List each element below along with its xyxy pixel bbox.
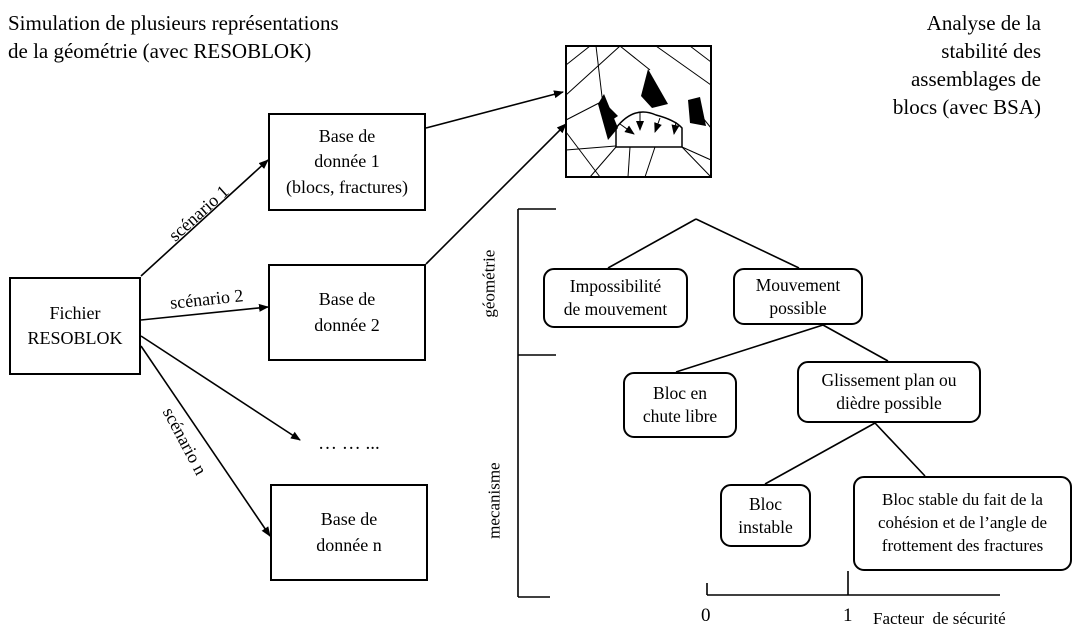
- rock-mass-image: [565, 45, 712, 178]
- node-unstable-block: Bloc instable: [720, 484, 811, 547]
- arrow-scenario-2: [140, 303, 269, 321]
- node-stable-block-line3: frottement des fractures: [881, 535, 1044, 555]
- arrow-db2-to-analysis: [425, 123, 567, 265]
- database-box-2: Base de donnée 2: [268, 264, 426, 361]
- safety-factor-axis: [706, 571, 1000, 596]
- database-1-line2: donnée 1: [314, 151, 380, 172]
- ellipsis-more-databases: … … ...: [318, 433, 380, 454]
- node-movement-possible: Mouvement possible: [733, 268, 863, 325]
- geometry-side-label: géométrie: [479, 249, 499, 318]
- node-free-fall-line2: chute libre: [642, 406, 718, 426]
- database-1-line1: Base de: [318, 126, 376, 147]
- safety-tick-0: 0: [701, 605, 711, 626]
- database-box-1: Base de donnée 1 (blocs, fractures): [268, 113, 426, 211]
- title-right-line1: Analyse de la: [926, 11, 1041, 35]
- title-left-line2: de la géométrie (avec RESOBLOK): [8, 39, 312, 63]
- node-stable-block-line1: Bloc stable du fait de la: [882, 490, 1043, 510]
- source-file-line2: RESOBLOK: [27, 328, 123, 348]
- safety-factor-label: Facteur de sécurité: [873, 609, 1006, 628]
- database-2-line2: donnée 2: [314, 314, 380, 335]
- mechanism-side-label: mecanisme: [484, 462, 504, 539]
- arrow-db1-to-analysis: [425, 90, 564, 129]
- source-file-line1: Fichier: [49, 302, 101, 323]
- title-right-line2: stabilité des: [941, 39, 1041, 63]
- node-movement-impossible-line1: Impossibilité: [569, 276, 662, 297]
- database-2-line1: Base de: [318, 289, 376, 310]
- node-movement-possible-line2: possible: [769, 297, 827, 318]
- node-movement-impossible: Impossibilité de mouvement: [543, 268, 688, 328]
- database-box-n: Base de donnée n: [270, 484, 428, 581]
- node-sliding-possible: Glissement plan ou dièdre possible: [797, 361, 981, 423]
- node-sliding-possible-line1: Glissement plan ou: [821, 370, 957, 391]
- node-movement-impossible-line2: de mouvement: [563, 299, 668, 319]
- node-unstable-block-line2: instable: [738, 516, 793, 537]
- database-n-line1: Base de: [320, 509, 378, 530]
- arrow-scenario-n: [140, 345, 271, 537]
- node-free-fall: Bloc en chute libre: [623, 372, 737, 438]
- node-stable-block-line2: cohésion et de l’angle de: [878, 513, 1047, 533]
- title-right-line3: assemblages de: [910, 67, 1041, 91]
- title-left-line1: Simulation de plusieurs représentations: [8, 11, 339, 35]
- classification-bracket: [517, 208, 556, 598]
- node-sliding-possible-line2: dièdre possible: [836, 393, 942, 413]
- safety-tick-1: 1: [843, 605, 853, 626]
- source-file-box: Fichier RESOBLOK: [9, 277, 141, 375]
- arrow-to-ellipsis: [140, 335, 301, 441]
- database-1-line3: (blocs, fractures): [286, 176, 408, 197]
- node-free-fall-line1: Bloc en: [653, 383, 707, 404]
- arrow-scenario-1: [140, 159, 269, 277]
- node-unstable-block-line1: Bloc: [748, 493, 783, 514]
- database-n-line2: donnée n: [316, 534, 382, 555]
- tree-connectors: [607, 218, 926, 485]
- node-stable-block: Bloc stable du fait de la cohésion et de…: [853, 476, 1072, 571]
- node-movement-possible-line1: Mouvement: [755, 274, 841, 295]
- title-right-line4: blocs (avec BSA): [892, 95, 1041, 119]
